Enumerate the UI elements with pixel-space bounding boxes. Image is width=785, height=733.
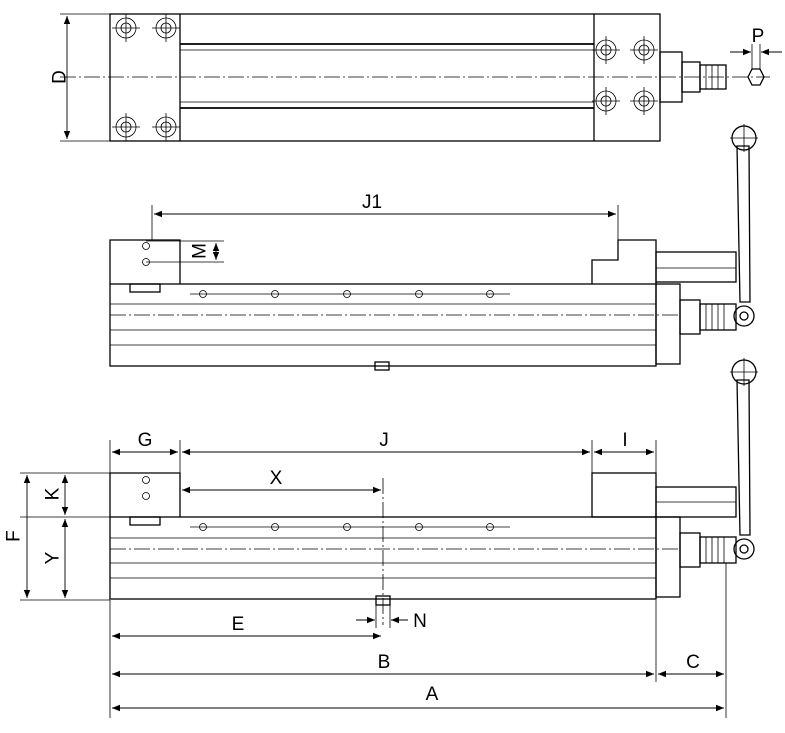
dim-label-d: D bbox=[50, 70, 71, 84]
handle-side bbox=[730, 358, 758, 560]
dim-label-y: Y bbox=[43, 551, 64, 564]
dim-label-x: X bbox=[270, 468, 283, 489]
top-view: D P bbox=[50, 13, 782, 142]
dim-label-j: J bbox=[379, 430, 389, 451]
dimension-d: D bbox=[50, 13, 110, 142]
side-view: G J I X K Y F E bbox=[4, 358, 758, 718]
dim-label-b: B bbox=[378, 652, 391, 673]
dim-label-k: K bbox=[43, 487, 64, 500]
dim-label-c: C bbox=[686, 652, 700, 673]
dim-label-j1: J1 bbox=[362, 192, 382, 213]
dim-label-p: P bbox=[752, 26, 765, 47]
dimension-g: G bbox=[109, 430, 181, 473]
screw-holes-side bbox=[199, 523, 494, 531]
dimension-c: C bbox=[658, 563, 727, 718]
dim-label-e: E bbox=[232, 614, 245, 635]
dimension-j1: J1 bbox=[151, 192, 619, 240]
dimension-i: I bbox=[594, 430, 657, 473]
dimension-b: B bbox=[112, 600, 657, 682]
spindle-end-top bbox=[659, 51, 765, 103]
dim-label-a: A bbox=[426, 684, 439, 705]
dim-label-i: I bbox=[622, 430, 627, 451]
dimension-p: P bbox=[730, 26, 782, 70]
dim-label-n: N bbox=[413, 611, 427, 632]
dim-label-m: M bbox=[190, 243, 211, 259]
dim-label-f: F bbox=[4, 530, 25, 542]
handle-front bbox=[730, 124, 758, 327]
dimension-e: E bbox=[109, 600, 381, 718]
front-view: J1 M bbox=[109, 124, 758, 371]
dimension-n: N bbox=[356, 605, 427, 632]
dimension-a: A bbox=[112, 684, 724, 712]
mounting-holes-top bbox=[112, 14, 658, 141]
screw-holes-front bbox=[199, 290, 494, 298]
dimension-j: J bbox=[182, 430, 593, 473]
dimension-m: M bbox=[146, 240, 224, 263]
dimension-k-y-f: K Y F bbox=[4, 472, 110, 601]
dimension-x: X bbox=[182, 468, 381, 494]
dim-label-g: G bbox=[138, 430, 153, 451]
